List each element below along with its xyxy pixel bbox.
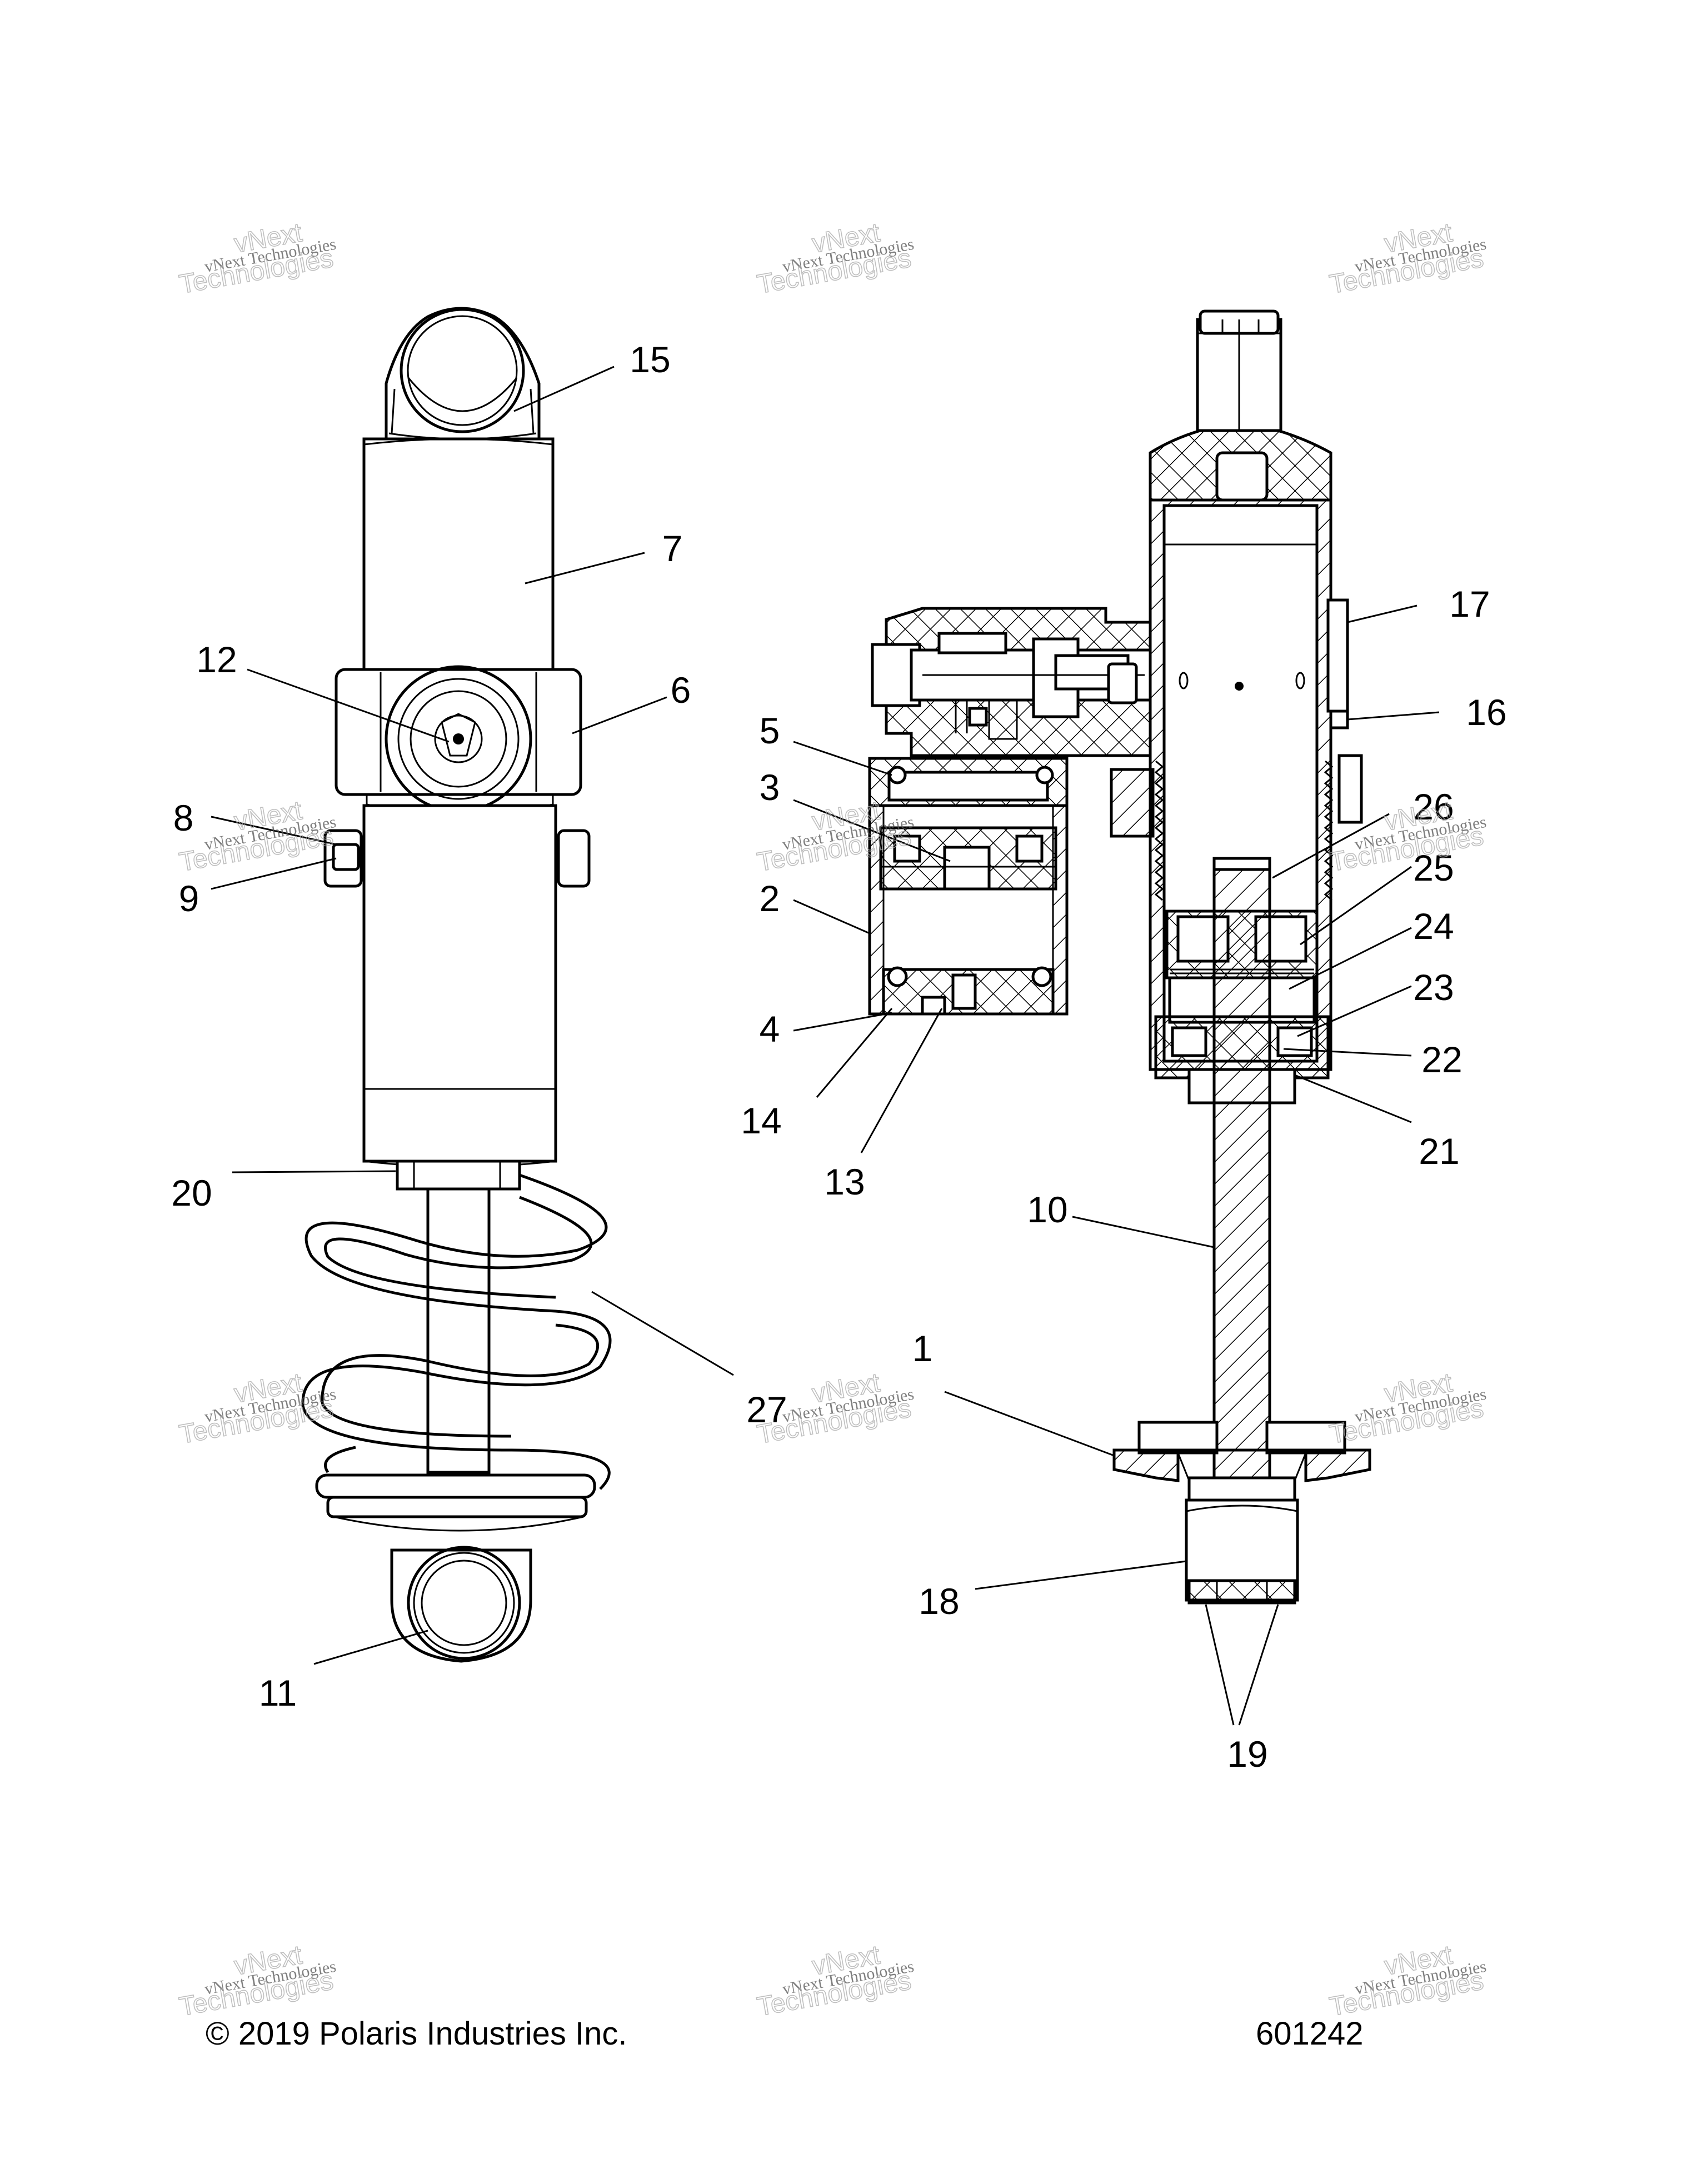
callout-14: 14: [741, 1100, 781, 1141]
bottom-eyelet: [390, 1548, 532, 1663]
top-eyelet-bore-inner: [407, 315, 518, 426]
callout-labels: 1 2 3 4 5 6 7 8 9 10 11 12 13 14 15 16 1…: [171, 339, 1506, 1775]
section-lug: [1110, 768, 1155, 838]
copyright-text: © 2019 Polaris Industries Inc.: [206, 2016, 627, 2052]
callout-2: 2: [760, 878, 780, 919]
callout-21: 21: [1419, 1131, 1459, 1172]
watermark: vNext Technologies vNext Technologies: [1327, 217, 1488, 299]
callout-20: 20: [171, 1172, 212, 1213]
section-shaft: [1212, 857, 1271, 1480]
watermark: vNext Technologies vNext Technologies: [755, 217, 915, 299]
callout-3: 3: [760, 767, 780, 808]
callout-24: 24: [1413, 906, 1454, 947]
bottom-eyelet-bore: [407, 1546, 521, 1660]
main-body-tube: [362, 804, 557, 1163]
assembled-shock: [301, 307, 612, 1663]
callout-11: 11: [259, 1672, 297, 1713]
section-wear-band: [1326, 598, 1349, 713]
callout-1: 1: [912, 1328, 933, 1369]
callout-9: 9: [179, 878, 199, 919]
hose-clip-right: [557, 829, 591, 888]
watermark: vNext Technologies vNext Technologies: [1327, 1940, 1488, 2022]
callout-19: 19: [1227, 1733, 1267, 1775]
watermark: vNext Technologies vNext Technologies: [177, 217, 337, 299]
watermark: vNext Technologies vNext Technologies: [1327, 1367, 1488, 1450]
callout-4: 4: [760, 1008, 780, 1049]
top-eyelet-bore: [400, 308, 525, 433]
callout-6: 6: [671, 669, 691, 711]
callout-12: 12: [196, 639, 237, 680]
watermark: vNext Technologies vNext Technologies: [755, 1367, 915, 1450]
shaft: [426, 1187, 491, 1474]
callout-13: 13: [824, 1161, 865, 1202]
callout-27: 27: [746, 1389, 787, 1430]
callout-22: 22: [1421, 1039, 1462, 1080]
callout-15: 15: [630, 339, 670, 380]
callout-23: 23: [1413, 967, 1454, 1008]
valve-body: [335, 668, 582, 796]
body-cap: [362, 437, 555, 674]
callout-7: 7: [662, 528, 683, 569]
callout-18: 18: [919, 1581, 959, 1622]
spring-seat: [396, 1160, 521, 1191]
shock-cross-section: [868, 309, 1371, 1605]
spring: [301, 1173, 612, 1490]
callout-5: 5: [760, 710, 780, 751]
lower-spring-seat: [315, 1473, 596, 1499]
watermark: vNext Technologies vNext Technologies: [177, 1940, 337, 2022]
callout-10: 10: [1027, 1189, 1067, 1230]
figure-number: 601242: [1256, 2016, 1364, 2052]
callout-17: 17: [1449, 583, 1490, 624]
section-spring-retainer: [1112, 1448, 1180, 1482]
leader-lines: [211, 366, 1440, 1726]
watermark: vNext Technologies vNext Technologies: [755, 1940, 915, 2022]
callout-8: 8: [173, 797, 194, 838]
callout-26: 26: [1413, 786, 1454, 827]
callout-25: 25: [1413, 847, 1454, 888]
top-eyelet-web: [407, 377, 518, 412]
callout-16: 16: [1466, 692, 1506, 733]
